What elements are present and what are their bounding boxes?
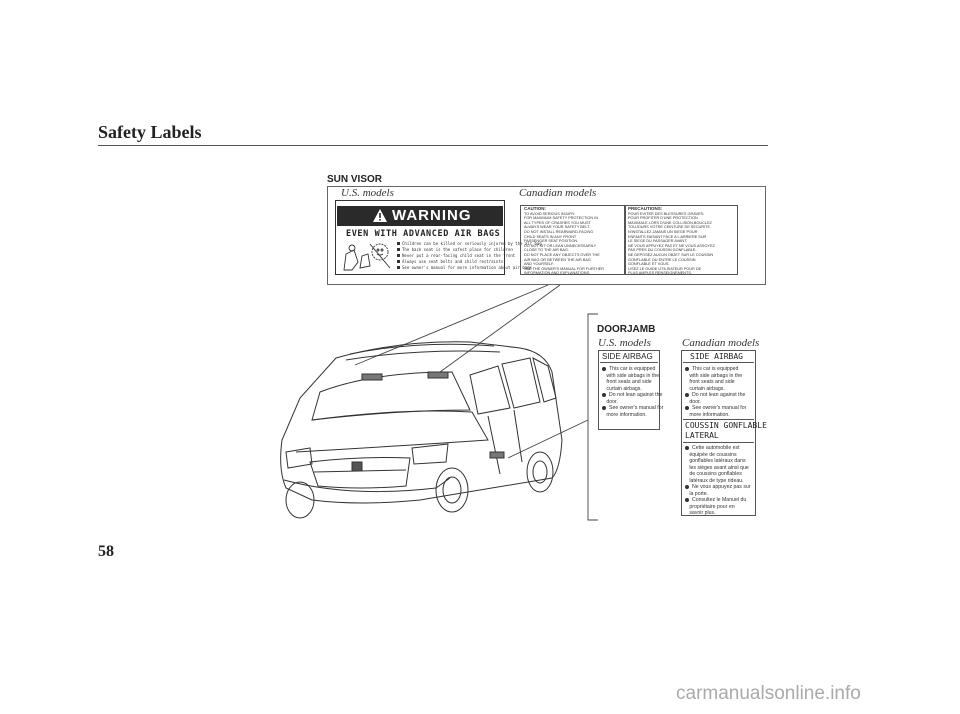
doorjamb-canadian-caption: Canadian models — [682, 337, 760, 349]
canadian-label-divider-3 — [683, 442, 754, 443]
precautions-label — [625, 205, 738, 275]
doorjamb-us-caption: U.S. models — [598, 337, 651, 349]
canadian-label-divider-2 — [683, 419, 754, 420]
warning-title: WARNING — [392, 207, 472, 224]
sun-visor-canadian-caption: Canadian models — [519, 187, 597, 199]
warning-line-3: Never put a rear-facing child seat in th… — [397, 253, 515, 259]
child-seat-airbag-icon — [343, 243, 391, 271]
warning-subtitle: EVEN WITH ADVANCED AIR BAGS — [346, 229, 501, 239]
us-label-divider — [600, 362, 658, 363]
doorjamb-leader-line — [507, 419, 589, 459]
visor-leader-line-1 — [354, 284, 549, 366]
warning-line-4: Always use seat belts and child restrain… — [397, 259, 503, 265]
precautions-text: PRECAUTIONS: POUR EVITER DES BLESSURES G… — [628, 206, 715, 276]
precautions-heading: PRECAUTIONS: — [628, 206, 663, 211]
canadian-side-airbag-label — [681, 350, 756, 516]
page-title: Safety Labels — [98, 122, 202, 142]
warning-line-1: Children can be killed or seriously inju… — [397, 241, 542, 247]
sun-visor-us-caption: U.S. models — [341, 187, 394, 199]
minivan-outline — [280, 341, 563, 519]
page-number: 58 — [98, 543, 114, 560]
doorjamb-heading: DOORJAMB — [597, 324, 656, 335]
us-side-airbag-label — [598, 350, 660, 430]
caution-heading: CAUTION: — [524, 206, 546, 211]
canadian-label-bullets-en: This car is equipped with side airbags i… — [685, 366, 746, 418]
us-label-bullets: This car is equipped with side airbags i… — [602, 366, 663, 418]
sun-visor-heading: SUN VISOR — [327, 174, 383, 185]
canadian-label-divider-1 — [683, 362, 754, 363]
canadian-label-bullets-fr: Cette automobile est équipée de coussins… — [685, 445, 751, 517]
warning-line-5: See owner's manual for more information … — [397, 265, 532, 271]
title-divider — [98, 145, 768, 146]
watermark: carmanualsonline.info — [676, 683, 861, 704]
warning-triangle-icon — [373, 209, 387, 222]
doorjamb-bracket — [587, 313, 598, 521]
caution-text: CAUTION: TO AVOID SERIOUS INJURY: FOR MA… — [524, 206, 604, 276]
warning-line-2: The back seat is the safest place for ch… — [397, 247, 513, 253]
visor-leader-line-2 — [439, 284, 561, 373]
canadian-coussin-title: COUSSIN GONFLABLE LATERAL — [685, 421, 767, 440]
canadian-side-airbag-title: SIDE AIRBAG — [690, 352, 743, 361]
us-side-airbag-title: SIDE AIRBAG — [602, 352, 653, 361]
caution-label — [520, 205, 625, 275]
sun-visor-label-panel — [327, 186, 766, 285]
